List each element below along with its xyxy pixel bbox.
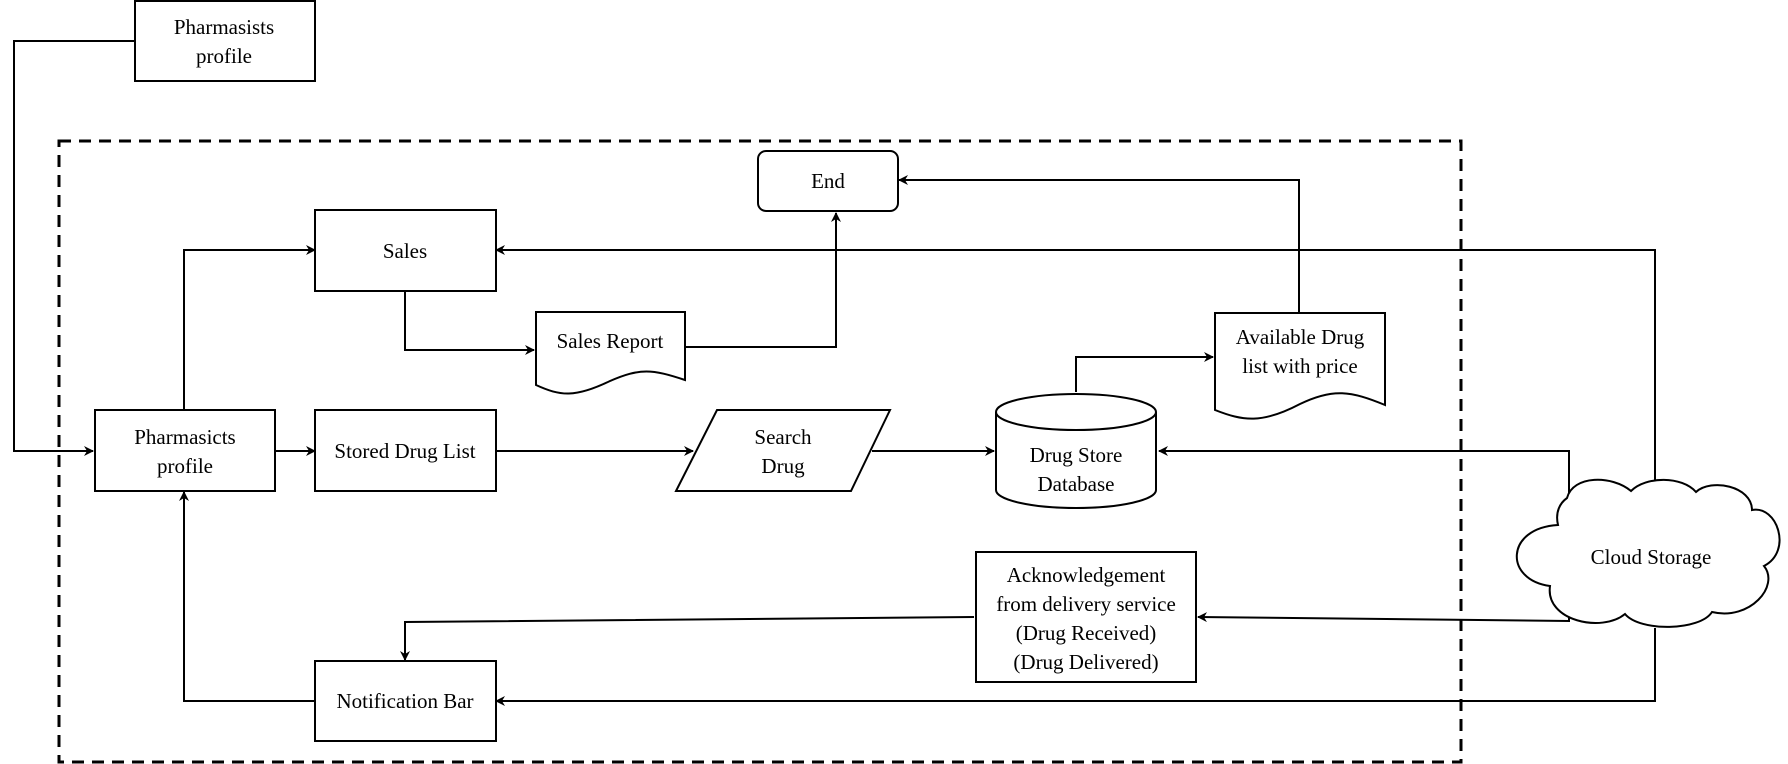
edge-sales-report-to-end xyxy=(685,212,841,348)
notification-bar-line-1: Notification Bar xyxy=(336,689,473,713)
pharmacist-profile-line-1: Pharmasicts xyxy=(134,425,235,449)
acknowledgement-line-3: (Drug Received) xyxy=(1016,621,1157,645)
edge-database-to-available-list xyxy=(1075,352,1214,392)
available-drug-list-line-1: Available Drug xyxy=(1236,325,1365,349)
acknowledgement-box xyxy=(975,551,1197,683)
edge-cloud-to-database xyxy=(1158,446,1570,504)
drug-store-database-cylinder xyxy=(995,393,1157,509)
sales-report-document xyxy=(535,311,686,395)
nodes xyxy=(94,0,1781,742)
edges xyxy=(13,40,1656,706)
pharmacist-profile-label: Pharmasicts profile xyxy=(134,425,235,478)
notification-bar-box xyxy=(314,660,497,742)
edge-external-profile-to-profile xyxy=(13,40,135,456)
edge-notification-to-profile xyxy=(179,491,315,702)
sales-box xyxy=(314,209,497,292)
edge-cloud-to-sales xyxy=(495,245,1656,480)
labels: Pharmasists profile End Sales Sales Repor… xyxy=(134,15,1711,713)
sales-line-1: Sales xyxy=(383,239,427,263)
edge-available-list-to-end xyxy=(898,175,1300,313)
system-boundary xyxy=(57,139,1463,764)
available-drug-list-document xyxy=(1214,312,1386,420)
search-drug-parallelogram xyxy=(674,409,892,492)
available-drug-list-line-2: list with price xyxy=(1242,354,1357,378)
stored-drug-list-line-1: Stored Drug List xyxy=(334,439,475,463)
drug-store-database-line-2: Database xyxy=(1038,472,1115,496)
pharmacist-profile-line-2: profile xyxy=(157,454,213,478)
acknowledgement-line-1: Acknowledgement xyxy=(1007,563,1166,587)
cloud-storage-label: Cloud Storage xyxy=(1591,545,1712,569)
cloud-storage-cloud xyxy=(1515,478,1781,628)
acknowledgement-line-4: (Drug Delivered) xyxy=(1013,650,1158,674)
sales-report-line-1: Sales Report xyxy=(557,329,664,353)
edge-sales-to-sales-report xyxy=(404,291,535,355)
pharmacist-profile-top-label: Pharmasists profile xyxy=(174,15,274,68)
search-drug-line-2: Drug xyxy=(761,454,805,478)
edge-cloud-to-acknowledgement xyxy=(1197,559,1570,623)
sales-label: Sales xyxy=(383,239,427,263)
pharmacist-profile-top-line-2: profile xyxy=(196,44,252,68)
pharmacist-profile-box xyxy=(94,409,276,492)
sales-report-label: Sales Report xyxy=(557,329,664,353)
notification-bar-label: Notification Bar xyxy=(336,689,473,713)
search-drug-line-1: Search xyxy=(754,425,812,449)
end-line-1: End xyxy=(811,169,845,193)
drug-store-database-line-1: Drug Store xyxy=(1030,443,1123,467)
stored-drug-list-box xyxy=(314,409,497,492)
available-drug-list-label: Available Drug list with price xyxy=(1236,325,1365,378)
edge-cloud-to-notification xyxy=(495,628,1656,706)
acknowledgement-label: Acknowledgement from delivery service (Dru… xyxy=(996,563,1176,674)
cloud-storage-line-1: Cloud Storage xyxy=(1591,545,1712,569)
pharmacist-profile-top-line-1: Pharmasists xyxy=(174,15,274,39)
edge-profile-to-sales xyxy=(183,245,316,410)
stored-drug-list-label: Stored Drug List xyxy=(334,439,475,463)
acknowledgement-line-2: from delivery service xyxy=(996,592,1176,616)
pharmacist-profile-top-box xyxy=(134,0,316,82)
end-label: End xyxy=(811,169,845,193)
edge-acknowledgement-to-notification xyxy=(400,616,975,661)
end-terminator xyxy=(757,150,899,212)
